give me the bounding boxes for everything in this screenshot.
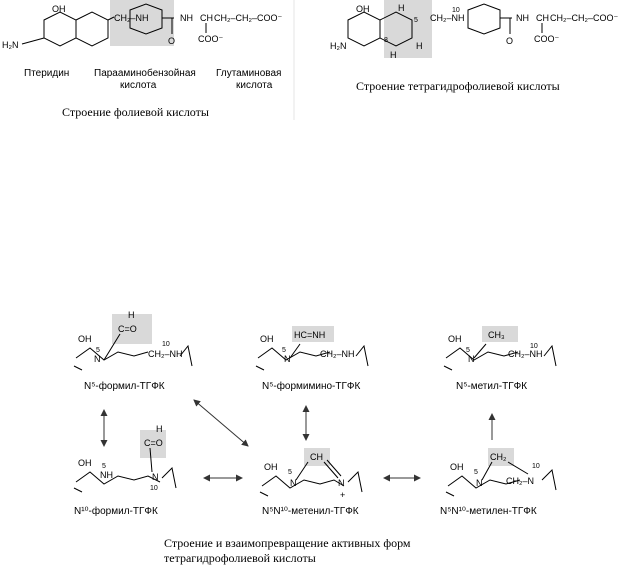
thf-benzene-ring (467, 3, 501, 35)
paba-highlight (110, 0, 174, 46)
svg-text:10: 10 (150, 485, 158, 492)
glu-label-line1: Глутаминовая (216, 68, 281, 79)
thf-carbonyl-o: O (506, 36, 513, 46)
n5-formyl-thf: OH C=O H 5 N 10 CH₂–NH N⁵-формил-ТГФК (73, 310, 193, 392)
carbonyl-o: O (168, 36, 175, 46)
svg-text:N: N (284, 354, 291, 364)
svg-text:5: 5 (282, 347, 286, 354)
svg-text:OH: OH (448, 334, 462, 344)
paba-label-line2: кислота (120, 80, 157, 91)
bottom-caption-line2: тетрагидрофолиевой кислоты (164, 551, 316, 565)
bottom-caption-line1: Строение и взаимопревращение активных фо… (164, 536, 411, 550)
folic-acid-structure: OH H₂N CH₂–NH O NH CH COO⁻ CH₂–CH₂–COO⁻ … (2, 0, 295, 120)
n5n10-methylene-thf: OH 5 N CH₂ 10 CH₂–N N⁵N¹⁰-метилен-ТГФК (440, 448, 557, 517)
formyl-highlight (112, 314, 152, 344)
formimino-group: HC=NH (294, 330, 325, 340)
svg-text:C=O: C=O (144, 438, 163, 448)
n10-formyl-highlight (140, 430, 166, 458)
svg-text:N: N (476, 478, 483, 488)
svg-text:NH: NH (100, 470, 113, 480)
thf-coo-label: COO⁻ (534, 34, 560, 44)
svg-text:OH: OH (260, 334, 274, 344)
svg-text:CH₂–NH: CH₂–NH (148, 349, 183, 359)
svg-text:CH₂–NH: CH₂–NH (508, 349, 543, 359)
svg-text:10: 10 (162, 341, 170, 348)
folic-acid-caption: Строение фолиевой кислоты (62, 105, 209, 119)
n5n10-methenyl-label: N⁵N¹⁰-метенил-ТГФК (262, 506, 359, 517)
thf-h-bottom: H (390, 50, 397, 60)
svg-text:OH: OH (264, 462, 278, 472)
thf-h-right: H (416, 41, 423, 51)
methylene-highlight (488, 448, 514, 466)
glu-label-line2: кислота (236, 80, 273, 91)
svg-text:H: H (156, 424, 163, 434)
ch-label: CH (200, 13, 213, 23)
n5-methyl-thf: OH CH₃ 5 N 10 CH₂–NH N⁵-метил-ТГФК (443, 326, 557, 392)
svg-text:OH: OH (78, 334, 92, 344)
thf-h2n-label: H₂N (330, 41, 347, 51)
thf-pos8: 8 (384, 37, 388, 44)
oh-label: OH (52, 4, 66, 14)
thf-ring-1 (347, 11, 381, 47)
thf-ring-highlight (384, 0, 432, 58)
svg-text:N: N (94, 354, 101, 364)
thf-h-top: H (398, 3, 405, 13)
ch2nh-label: CH₂–NH (114, 13, 149, 23)
glu-chain-label: CH₂–CH₂–COO⁻ (214, 13, 282, 23)
svg-text:OH: OH (450, 462, 464, 472)
svg-text:5: 5 (96, 347, 100, 354)
thf-ch2nh-label: CH₂–NH (430, 13, 465, 23)
svg-text:N: N (338, 478, 345, 488)
methylene-group: CH₂ (490, 452, 507, 462)
svg-text:H: H (128, 310, 135, 320)
n10-formyl-label: N¹⁰-формил-ТГФК (74, 505, 158, 517)
svg-text:CH₂–NH: CH₂–NH (320, 349, 355, 359)
svg-text:N: N (152, 472, 159, 482)
svg-text:C=O: C=O (118, 324, 137, 334)
thf-ring-2 (379, 11, 413, 47)
benzene-ring (129, 3, 163, 35)
methyl-highlight (482, 326, 518, 342)
n5n10-methenyl-thf: OH 5 N CH N + N⁵N¹⁰-метенил-ТГФК (259, 448, 363, 517)
svg-text:10: 10 (532, 463, 540, 470)
svg-text:5: 5 (102, 463, 106, 470)
n10-formyl-thf: OH 5 NH C=O H N 10 N¹⁰-формил-ТГФК (73, 424, 177, 517)
pteridine-label: Птеридин (24, 68, 69, 79)
svg-text:+: + (340, 490, 345, 500)
pteridine-ring-2 (75, 11, 109, 47)
n5-formimino-label: N⁵-формимино-ТГФК (262, 380, 361, 392)
thf-ch-label: CH (536, 13, 549, 23)
thf-caption: Строение тетрагидрофолиевой кислоты (356, 79, 560, 93)
thf-nh-label: NH (516, 13, 529, 23)
h2n-label: H₂N (2, 40, 19, 50)
svg-text:5: 5 (474, 469, 478, 476)
svg-text:OH: OH (78, 458, 92, 468)
n5-formimino-thf: OH HC=NH 5 N CH₂–NH N⁵-формимино-ТГФК (255, 326, 369, 392)
svg-text:5: 5 (288, 469, 292, 476)
arrow-n5formyl-methenyl (193, 399, 249, 447)
methenyl-highlight (304, 448, 330, 466)
svg-text:N: N (468, 354, 475, 364)
methyl-group: CH₃ (488, 330, 505, 340)
thf-oh-label: OH (356, 4, 370, 14)
coo-label: COO⁻ (198, 34, 224, 44)
thf-glu-chain-label: CH₂–CH₂–COO⁻ (550, 13, 618, 23)
thf-structure: OH H₂N H H H 5 8 10 CH₂–NH O NH CH COO⁻ … (330, 0, 618, 93)
nh-label: NH (180, 13, 193, 23)
n5-methyl-label: N⁵-метил-ТГФК (456, 381, 527, 392)
svg-text:N: N (290, 478, 297, 488)
n5n10-methylene-label: N⁵N¹⁰-метилен-ТГФК (440, 506, 537, 517)
formimino-highlight (292, 326, 334, 342)
methenyl-group: CH (310, 452, 323, 462)
svg-text:5: 5 (466, 347, 470, 354)
paba-label-line1: Парааминобензойная (94, 67, 196, 79)
thf-pos5: 5 (414, 17, 418, 24)
thf-pos10: 10 (452, 7, 460, 14)
n5-formyl-label: N⁵-формил-ТГФК (84, 380, 165, 392)
pteridine-ring-1 (43, 11, 77, 47)
svg-text:10: 10 (530, 343, 538, 350)
svg-text:CH₂–N: CH₂–N (506, 476, 534, 486)
